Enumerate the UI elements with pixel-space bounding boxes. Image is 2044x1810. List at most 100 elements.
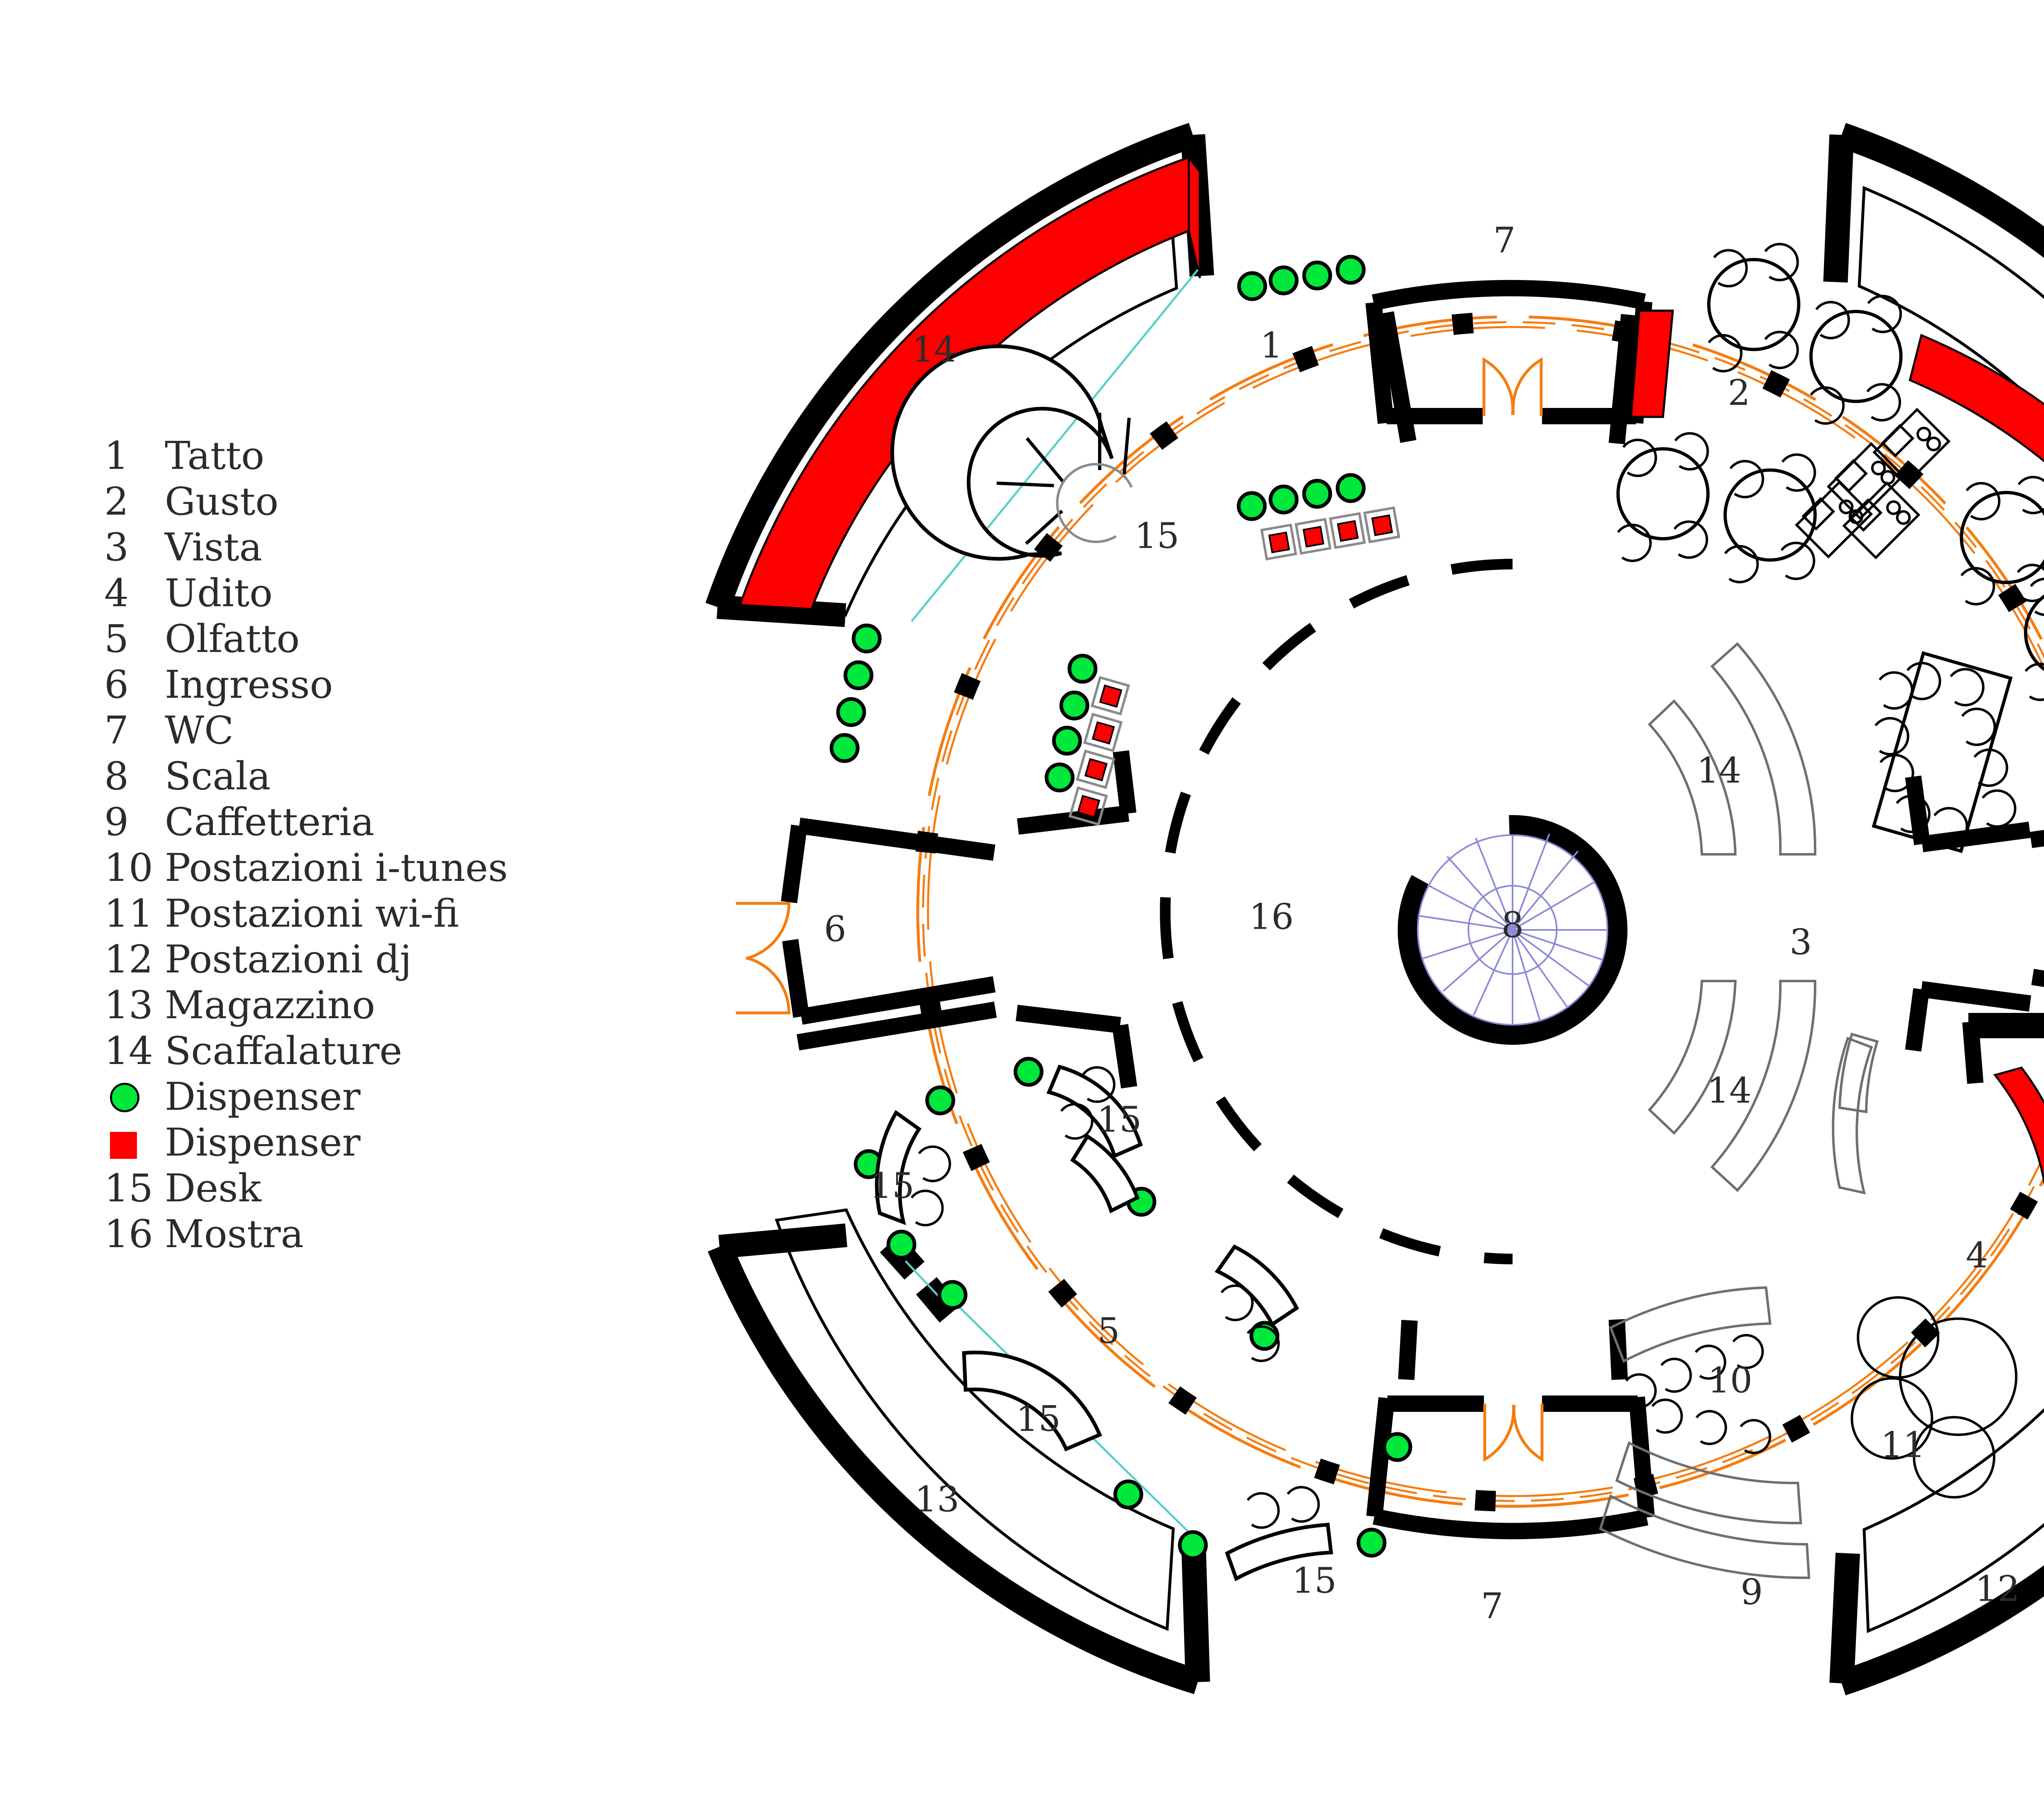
wc-n-door-r xyxy=(1511,357,1543,416)
udito-shelf-outline xyxy=(1832,1037,1873,1194)
legend-label: Scaffalature xyxy=(165,1029,402,1073)
round-table xyxy=(2024,578,2044,701)
wc-s-door-r xyxy=(1512,1404,1544,1462)
room-number-label: 9 xyxy=(1741,1572,1763,1613)
staircase-treads xyxy=(1417,833,1607,1025)
legend-label: Mostra xyxy=(165,1212,304,1257)
room-number-label: 15 xyxy=(870,1166,914,1207)
wifi-circle xyxy=(1851,1377,1933,1460)
legend-number: 3 xyxy=(104,525,129,570)
round-table xyxy=(1616,432,1710,562)
outer-wall-se xyxy=(1838,1565,2044,1696)
cafe-counter-s1 xyxy=(1615,1441,1802,1525)
room-number-labels: 1417213159141683661415151441551011131315… xyxy=(824,220,2020,1627)
entr-w-botleg xyxy=(782,939,809,1018)
part-e-lower xyxy=(1920,981,2031,1012)
dispenser-green xyxy=(1237,271,1267,301)
dispenser-green xyxy=(1044,762,1075,793)
misc-thin-shelves xyxy=(1838,1033,1879,1113)
outer-wall-ne-end xyxy=(1823,134,1854,283)
chairs-long-table xyxy=(1874,662,2017,846)
entr-w-door-top xyxy=(736,902,791,960)
legend-number: 6 xyxy=(104,663,129,707)
legend-red-dispenser-icon xyxy=(104,1132,165,1159)
cafe-counter-s2 xyxy=(1599,1494,1811,1579)
legend-row: 14 Scaffalature xyxy=(104,1028,595,1074)
magazzino-se-outline xyxy=(1862,1408,2044,1633)
outer-wall-sw-end xyxy=(1181,1549,1210,1682)
entr-w-top xyxy=(798,818,995,861)
part-w-lower2 xyxy=(1015,1005,1121,1033)
entrance-east xyxy=(2030,830,2044,987)
part-w-upper xyxy=(1017,805,1130,835)
part-w-lower xyxy=(796,1001,997,1051)
partition-s-l xyxy=(1398,1319,1418,1380)
entrance-west xyxy=(736,818,996,1025)
dispenser-green xyxy=(1269,265,1299,296)
dispenser-green xyxy=(1178,1530,1208,1560)
legend-number: 7 xyxy=(104,708,129,753)
legend-row: Dispenser xyxy=(104,1074,595,1120)
wc-n-left xyxy=(1365,301,1394,424)
dispenser-red xyxy=(1294,517,1332,555)
outer-wall-sw xyxy=(708,1242,1202,1694)
caffetteria-counters xyxy=(1599,1398,1811,1579)
legend-number: 10 xyxy=(104,846,153,890)
red-shelf-wc-n xyxy=(1630,309,1674,418)
desks-15 xyxy=(875,1064,1334,1582)
dispenser-green xyxy=(937,1280,968,1310)
legend-label: Ingresso xyxy=(165,663,333,707)
red-shelf-ne-1 xyxy=(1909,334,2044,463)
desk-15 xyxy=(962,1351,1102,1452)
dispenser-green xyxy=(1113,1479,1143,1510)
room-number-label: 15 xyxy=(1097,1100,1141,1140)
round-table xyxy=(1809,295,1903,425)
inner-ring-inner xyxy=(927,326,2044,1497)
desk-15-chair xyxy=(1056,463,1133,543)
round-table xyxy=(1707,243,1800,373)
room-number-label: 6 xyxy=(824,909,847,950)
cyan-link-nw xyxy=(911,269,1199,622)
legend-label: Magazzino xyxy=(165,983,375,1028)
room-number-label: 15 xyxy=(1134,516,1179,557)
legend-number: 9 xyxy=(104,800,129,845)
legend-number: 4 xyxy=(104,571,129,616)
dispenser-green xyxy=(886,1230,917,1260)
room-number-label: 10 xyxy=(1708,1360,1752,1401)
room-number-label: 16 xyxy=(1249,897,1293,938)
part-e-upper2 xyxy=(1905,775,1930,845)
udito-shelves xyxy=(1832,1037,1873,1194)
dispenser-red xyxy=(1068,786,1108,826)
wifi-circle xyxy=(1913,1416,1995,1499)
room-number-label: 8 xyxy=(1502,905,1524,946)
part-w-upper2 xyxy=(1113,750,1136,815)
dispenser-green xyxy=(1336,255,1366,285)
room-number-label: 14 xyxy=(1707,1071,1751,1111)
legend-label: Postazioni i-tunes xyxy=(165,846,508,890)
entr-e-top xyxy=(2030,830,2044,848)
dispenser-red xyxy=(1083,712,1123,753)
room-number-label: 14 xyxy=(912,329,956,370)
legend-number: 1 xyxy=(104,434,129,478)
dispenser-green xyxy=(843,660,874,690)
cafe-stools xyxy=(1651,1398,1771,1454)
legend-green-dispenser-icon xyxy=(104,1083,165,1112)
inner-glazed-ring xyxy=(916,315,2044,1508)
round-table xyxy=(1724,453,1817,584)
dispenser-red xyxy=(1090,676,1130,716)
vista-long-table xyxy=(1871,651,2017,853)
wc-n-door-l xyxy=(1482,357,1515,416)
legend-label: Postazioni wi-fi xyxy=(165,892,459,936)
legend-number: 14 xyxy=(104,1029,153,1073)
dispenser-red xyxy=(1076,749,1116,789)
legend-label: Postazioni dj xyxy=(165,937,412,982)
inner-partitions xyxy=(736,280,2044,1539)
dispenser-green xyxy=(1302,260,1332,291)
